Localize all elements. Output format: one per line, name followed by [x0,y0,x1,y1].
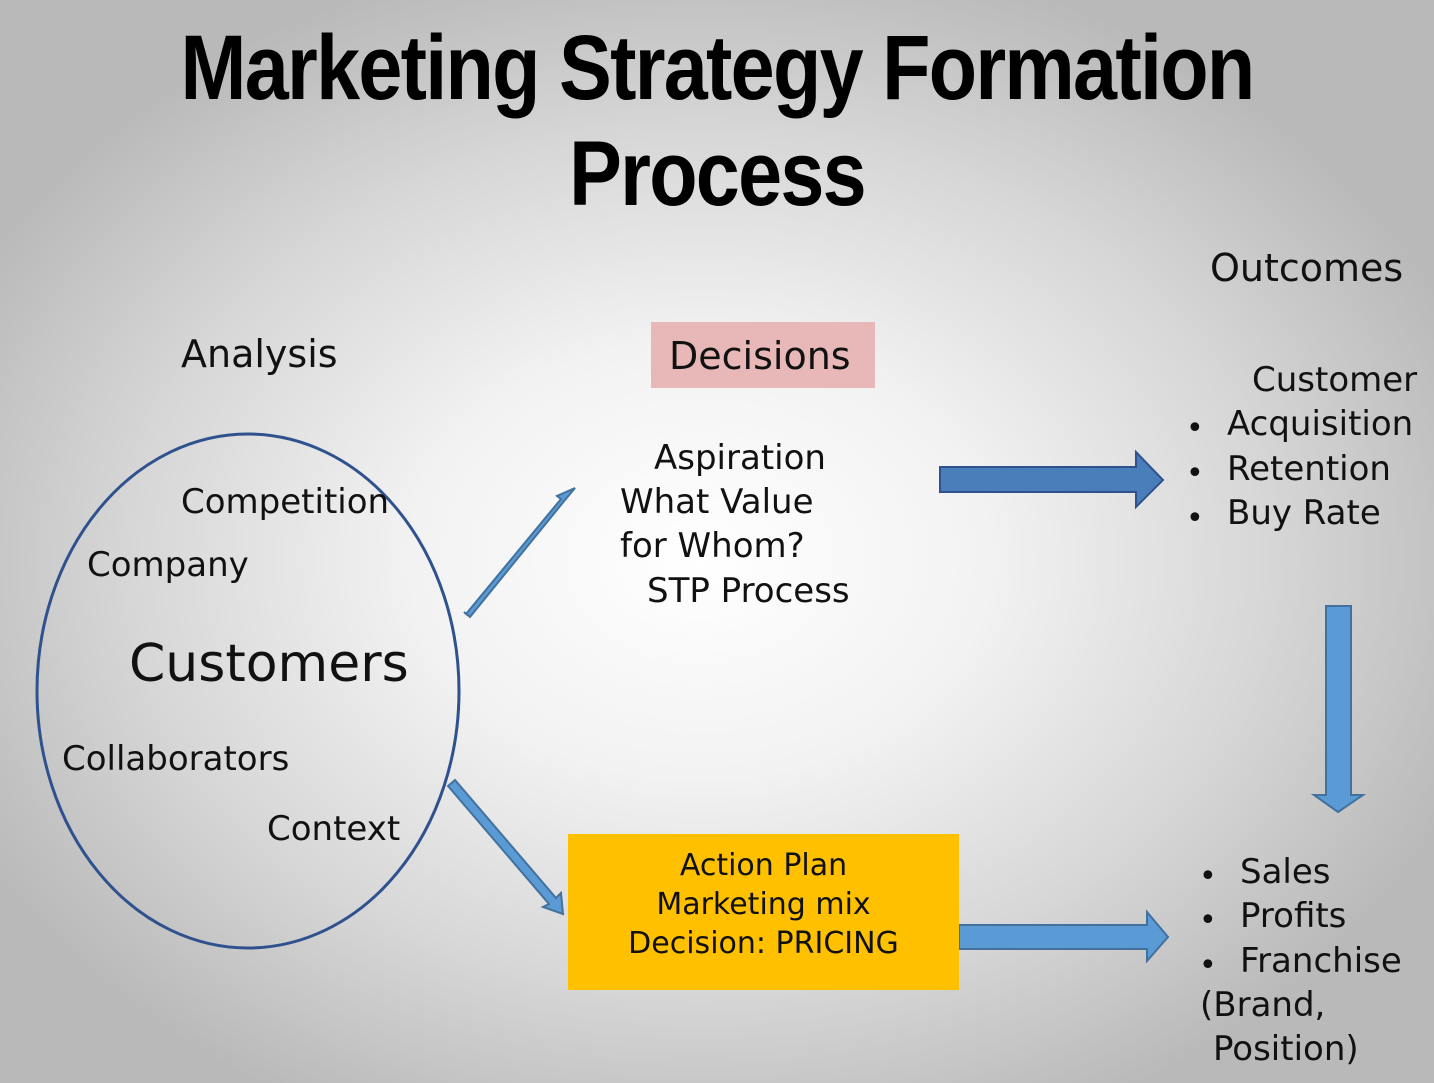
action-plan-line-3: Decision: PRICING [628,926,899,961]
arrow-analysis-to-decisions [463,487,576,619]
action-plan-line-2: Marketing mix [656,887,871,922]
what-value-text: What Value [620,482,814,522]
competition-label: Competition [181,482,390,522]
franchise-note-line-2: Position) [1213,1029,1359,1069]
arrow-action-to-outcomes [958,909,1170,964]
customer-outcome-heading: Customer [1252,360,1418,400]
analysis-label: Analysis [181,332,338,376]
analysis-ellipse [35,432,461,950]
arrow-customer-to-financial [1310,605,1367,814]
outcome-acquisition: Acquisition [1227,404,1414,444]
bullet: • [1199,903,1217,938]
page-title-line-1: Marketing Strategy Formation [180,17,1256,119]
arrow-decisions-to-outcomes [939,449,1165,510]
action-plan-line-1: Action Plan [679,848,848,883]
company-label: Company [87,545,249,585]
outcome-profits: Profits [1240,896,1347,936]
arrow-analysis-to-action [446,778,565,916]
bullet: • [1199,859,1217,894]
customers-label: Customers [129,634,409,694]
bullet: • [1186,501,1204,536]
decisions-box [651,322,875,388]
franchise-note-line-1: (Brand, [1200,985,1326,1025]
bullet: • [1186,411,1204,446]
aspiration-text: Aspiration [654,438,826,478]
bullet: • [1186,456,1204,491]
page-title-line-2: Process [569,123,867,225]
outcome-buy-rate: Buy Rate [1227,493,1381,533]
decisions-label: Decisions [669,334,851,378]
context-label: Context [267,809,401,849]
outcome-sales: Sales [1240,852,1331,892]
action-plan-box: Action Plan Marketing mix Decision: PRIC… [568,834,959,990]
collaborators-label: Collaborators [62,739,290,779]
outcome-retention: Retention [1227,449,1391,489]
stp-process-text: STP Process [647,571,850,611]
outcome-franchise: Franchise [1240,941,1402,981]
for-whom-text: for Whom? [620,526,805,566]
bullet: • [1199,948,1217,983]
outcomes-label: Outcomes [1210,246,1404,290]
